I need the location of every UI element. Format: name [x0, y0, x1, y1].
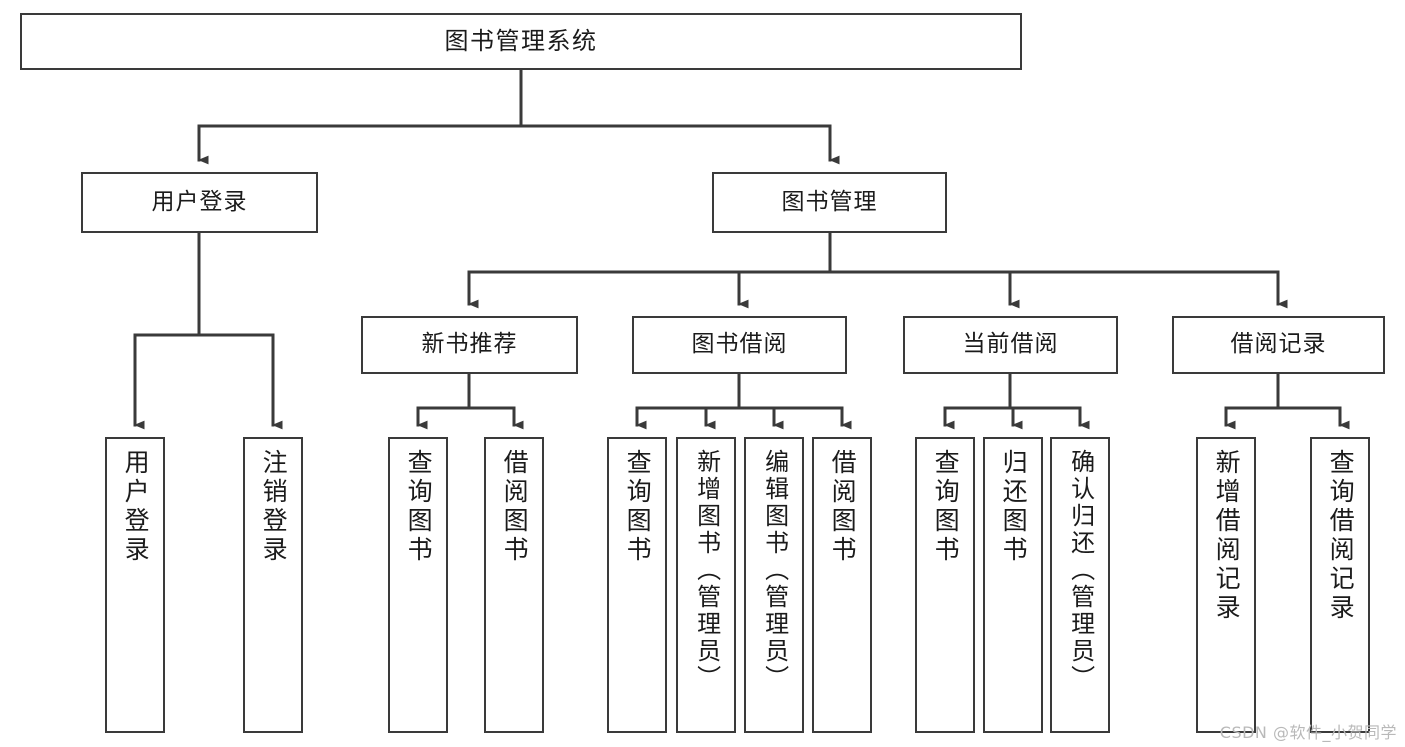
node-leaf-borrow-book-1[interactable]: 借阅图书 [484, 437, 544, 733]
node-root-label: 图书管理系统 [444, 27, 598, 56]
node-current-borrow[interactable]: 当前借阅 [903, 316, 1118, 374]
node-user-login[interactable]: 用户登录 [81, 172, 318, 233]
node-leaf-confirm-return-label: 确认归还（管理员） [1066, 449, 1095, 692]
node-leaf-add-book[interactable]: 新增图书（管理员） [676, 437, 736, 733]
node-leaf-borrow-book-1-label: 借阅图书 [500, 449, 530, 565]
node-leaf-add-book-label: 新增图书（管理员） [692, 449, 721, 692]
node-borrow-record-label: 借阅记录 [1230, 331, 1327, 358]
node-leaf-query-book-2[interactable]: 查询图书 [607, 437, 667, 733]
node-leaf-logout-label: 注销登录 [259, 449, 289, 565]
node-leaf-query-record[interactable]: 查询借阅记录 [1310, 437, 1370, 733]
node-leaf-add-record-label: 新增借阅记录 [1212, 449, 1242, 623]
node-leaf-query-book-1[interactable]: 查询图书 [388, 437, 448, 733]
node-leaf-borrow-book-2-label: 借阅图书 [828, 449, 858, 565]
node-leaf-user-login[interactable]: 用户登录 [105, 437, 165, 733]
node-leaf-return-book-label: 归还图书 [999, 449, 1029, 565]
node-current-borrow-label: 当前借阅 [962, 331, 1059, 358]
node-leaf-edit-book-label: 编辑图书（管理员） [760, 449, 789, 692]
node-leaf-return-book[interactable]: 归还图书 [983, 437, 1043, 733]
node-leaf-edit-book[interactable]: 编辑图书（管理员） [744, 437, 804, 733]
node-leaf-query-record-label: 查询借阅记录 [1326, 449, 1356, 623]
node-book-borrow[interactable]: 图书借阅 [632, 316, 847, 374]
node-user-login-label: 用户登录 [151, 188, 248, 215]
node-root[interactable]: 图书管理系统 [20, 13, 1022, 70]
node-new-book-rec-label: 新书推荐 [421, 331, 518, 358]
node-leaf-query-book-3-label: 查询图书 [931, 449, 961, 565]
node-book-manage[interactable]: 图书管理 [712, 172, 947, 233]
node-leaf-query-book-2-label: 查询图书 [623, 449, 653, 565]
node-book-manage-label: 图书管理 [781, 188, 878, 215]
node-book-borrow-label: 图书借阅 [691, 331, 788, 358]
node-borrow-record[interactable]: 借阅记录 [1172, 316, 1385, 374]
node-new-book-rec[interactable]: 新书推荐 [361, 316, 578, 374]
node-leaf-user-login-label: 用户登录 [121, 449, 151, 565]
node-leaf-query-book-3[interactable]: 查询图书 [915, 437, 975, 733]
node-leaf-borrow-book-2[interactable]: 借阅图书 [812, 437, 872, 733]
node-leaf-add-record[interactable]: 新增借阅记录 [1196, 437, 1256, 733]
node-leaf-confirm-return[interactable]: 确认归还（管理员） [1050, 437, 1110, 733]
node-leaf-query-book-1-label: 查询图书 [404, 449, 434, 565]
node-leaf-logout[interactable]: 注销登录 [243, 437, 303, 733]
csdn-watermark: CSDN @软件_小贺同学 [1219, 723, 1397, 742]
